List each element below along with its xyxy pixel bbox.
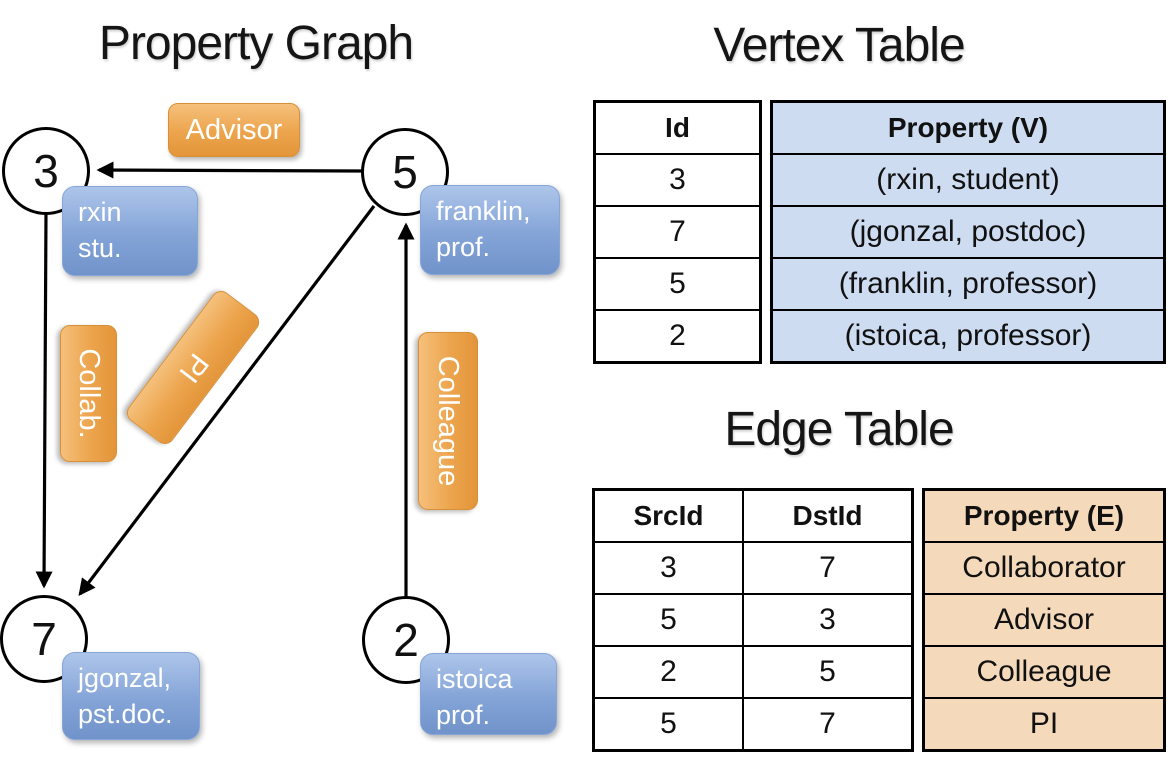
- edge-3-to-7-collab: [35, 211, 53, 589]
- vertex-property-box-jgonzal: jgonzal, pst.doc.: [62, 652, 200, 740]
- edge-table-cell: PI: [922, 697, 1166, 752]
- edge-table-cell: 5: [592, 697, 744, 752]
- vertex-property-line: prof.: [436, 699, 491, 730]
- edge-table-property-column: Property (E) Collaborator Advisor Collea…: [922, 488, 1166, 752]
- vertex-table-property-column: Property (V) (rxin, student) (jgonzal, p…: [770, 100, 1166, 364]
- vertex-table-title: Vertex Table: [713, 19, 965, 72]
- graph-edges-layer: [35, 161, 415, 597]
- edge-table-header-property: Property (E): [922, 488, 1166, 543]
- vertex-property-line: jgonzal,: [78, 663, 172, 693]
- edge-table-src-dst-columns: SrcId DstId 3 7 5 3 2 5 5 7: [592, 488, 914, 752]
- edge-table-cell: Advisor: [922, 593, 1166, 647]
- vertex-property-line: rxin: [78, 197, 122, 227]
- edge-table-cell: 7: [742, 697, 914, 752]
- edge-table-title: Edge Table: [724, 403, 954, 456]
- vertex-table-cell: (jgonzal, postdoc): [770, 205, 1166, 259]
- edge-5-to-3-advisor: [96, 161, 363, 179]
- edge-table-cell: 3: [592, 541, 744, 595]
- vertex-property-box-istoica: istoica prof.: [420, 653, 557, 735]
- edge-label-collab: Collab.: [60, 325, 117, 462]
- vertex-property-line: prof.: [436, 231, 491, 262]
- vertex-property-box-rxin: rxin stu.: [62, 186, 198, 276]
- vertex-table-header-id: Id: [593, 100, 762, 155]
- edge-table-header-srcid: SrcId: [592, 488, 744, 543]
- edge-table-cell: 5: [592, 593, 744, 647]
- graph-node-2: 2: [362, 596, 450, 684]
- edge-label-advisor: Advisor: [168, 103, 300, 157]
- edge-label-colleague: Colleague: [418, 332, 478, 510]
- graph-node-5: 5: [361, 128, 449, 216]
- vertex-property-box-franklin: franklin, prof.: [420, 185, 560, 275]
- vertex-property-line: istoica: [436, 664, 513, 694]
- vertex-property-line: franklin,: [436, 196, 531, 226]
- property-graph-title: Property Graph: [98, 17, 414, 70]
- edge-table-cell: 5: [742, 645, 914, 699]
- vertex-table-cell: (istoica, professor): [770, 309, 1166, 364]
- vertex-table-cell: 7: [593, 205, 762, 259]
- vertex-table-cell: (rxin, student): [770, 153, 1166, 207]
- vertex-table-cell: (franklin, professor): [770, 257, 1166, 311]
- edge-table-cell: 7: [742, 541, 914, 595]
- edge-table-cell: Colleague: [922, 645, 1166, 699]
- edge-table-header-dstid: DstId: [742, 488, 914, 543]
- vertex-property-line: pst.doc.: [78, 698, 173, 729]
- edge-table-cell: Collaborator: [922, 541, 1166, 595]
- vertex-table-id-column: Id 3 7 5 2: [593, 100, 762, 364]
- edge-table-cell: 3: [742, 593, 914, 647]
- vertex-property-line: stu.: [78, 232, 122, 263]
- edge-table-cell: 2: [592, 645, 744, 699]
- vertex-table-cell: 2: [593, 309, 762, 364]
- vertex-table-header-property: Property (V): [770, 100, 1166, 155]
- vertex-table-cell: 3: [593, 153, 762, 207]
- edge-5-to-7-pi: [78, 205, 376, 597]
- vertex-table-cell: 5: [593, 257, 762, 311]
